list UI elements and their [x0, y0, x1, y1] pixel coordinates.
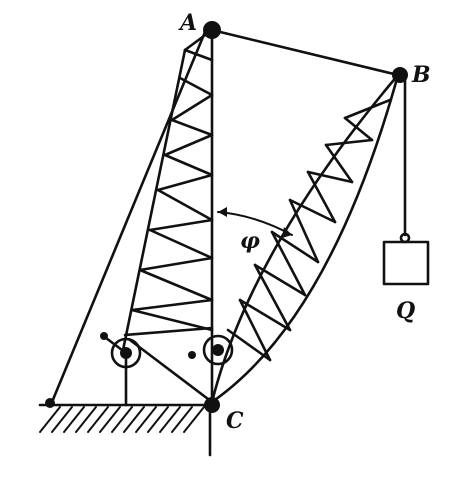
label-B: B [411, 62, 431, 88]
mast-truss [120, 28, 214, 407]
label-Q: Q [396, 298, 415, 324]
angle-arrow-icon [282, 227, 292, 238]
angle-arrow-icon [218, 207, 227, 217]
joint-C [204, 397, 220, 413]
weight-box-icon [382, 240, 430, 286]
boom-truss [210, 73, 400, 404]
pulley-icon [188, 334, 234, 366]
label-phi: φ [240, 228, 260, 254]
ground-hatching [38, 403, 212, 457]
anchor-point [45, 398, 55, 408]
cable-AB [210, 28, 400, 77]
label-C: C [226, 408, 244, 434]
label-A: A [178, 10, 197, 36]
pulley-icon [100, 332, 142, 369]
joint-A [203, 21, 221, 39]
backstay-cable [50, 30, 207, 404]
joint-B [392, 67, 408, 83]
